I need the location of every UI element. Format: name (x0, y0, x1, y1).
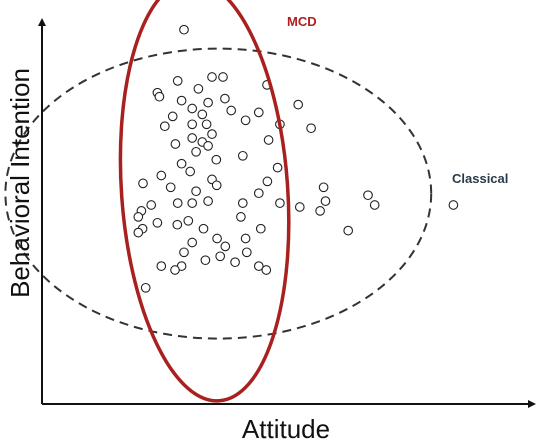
data-point (263, 135, 274, 145)
data-point (207, 72, 217, 82)
data-point (156, 261, 167, 271)
data-point (207, 129, 217, 139)
data-point (146, 200, 157, 210)
data-point (293, 99, 304, 110)
data-point (230, 257, 240, 268)
data-point (215, 251, 226, 262)
data-point (253, 188, 264, 199)
data-point (275, 198, 285, 208)
classical-ellipse (4, 47, 433, 340)
data-point (138, 178, 148, 189)
data-point (240, 115, 251, 126)
data-point (201, 119, 212, 130)
classical-label: Classical (452, 171, 508, 186)
mcd-ellipse (118, 0, 291, 403)
data-point (187, 133, 198, 143)
data-point (363, 190, 373, 201)
data-point (236, 212, 246, 222)
data-point (220, 241, 231, 252)
data-point (211, 180, 222, 191)
data-point (240, 233, 251, 244)
data-point (211, 154, 222, 165)
data-point (306, 123, 316, 134)
data-point (154, 91, 165, 102)
data-point (198, 223, 209, 234)
data-point (191, 146, 201, 157)
data-point (318, 182, 329, 193)
data-point (203, 196, 213, 206)
data-point (167, 111, 178, 122)
data-point (200, 255, 211, 266)
data-point (193, 83, 204, 94)
data-point (191, 186, 201, 197)
data-point (203, 141, 213, 151)
data-point (183, 215, 194, 226)
data-point (187, 237, 198, 248)
data-point (262, 176, 273, 187)
data-point (253, 261, 264, 271)
data-point (203, 97, 213, 108)
data-point (261, 265, 272, 275)
data-point (448, 200, 459, 210)
data-point (140, 282, 151, 293)
data-point (255, 223, 266, 234)
data-point (197, 109, 208, 120)
data-point (343, 225, 354, 236)
data-point (315, 206, 325, 216)
data-point (218, 72, 228, 82)
data-point (320, 196, 331, 206)
data-point (253, 107, 264, 118)
data-point (179, 24, 189, 35)
data-point (369, 200, 380, 210)
data-point (170, 265, 180, 275)
data-point (133, 227, 144, 238)
data-point (152, 217, 163, 228)
data-point (294, 202, 305, 212)
data-point (212, 233, 222, 244)
data-points (133, 24, 459, 293)
data-point (272, 162, 283, 173)
data-point (165, 182, 176, 193)
data-point (226, 105, 237, 116)
data-point (170, 139, 181, 149)
data-point (172, 219, 183, 230)
data-point (237, 150, 248, 161)
data-point (179, 247, 189, 258)
data-point (187, 119, 198, 130)
data-point (241, 247, 252, 258)
ellipses (4, 0, 433, 403)
data-point (187, 198, 198, 208)
ellipse-labels: Classical MCD (287, 14, 508, 186)
data-point (187, 103, 198, 114)
data-point (172, 198, 183, 208)
data-point (133, 212, 144, 222)
data-point (159, 121, 170, 132)
y-axis-label: Behavioral Intention (5, 68, 35, 298)
data-point (176, 95, 187, 106)
data-point (176, 158, 187, 169)
data-point (156, 170, 167, 181)
data-point (185, 166, 196, 177)
data-point (172, 76, 183, 86)
mcd-label: MCD (287, 14, 317, 29)
data-point (220, 93, 230, 104)
data-point (237, 198, 248, 208)
x-axis-label: Attitude (242, 414, 330, 444)
